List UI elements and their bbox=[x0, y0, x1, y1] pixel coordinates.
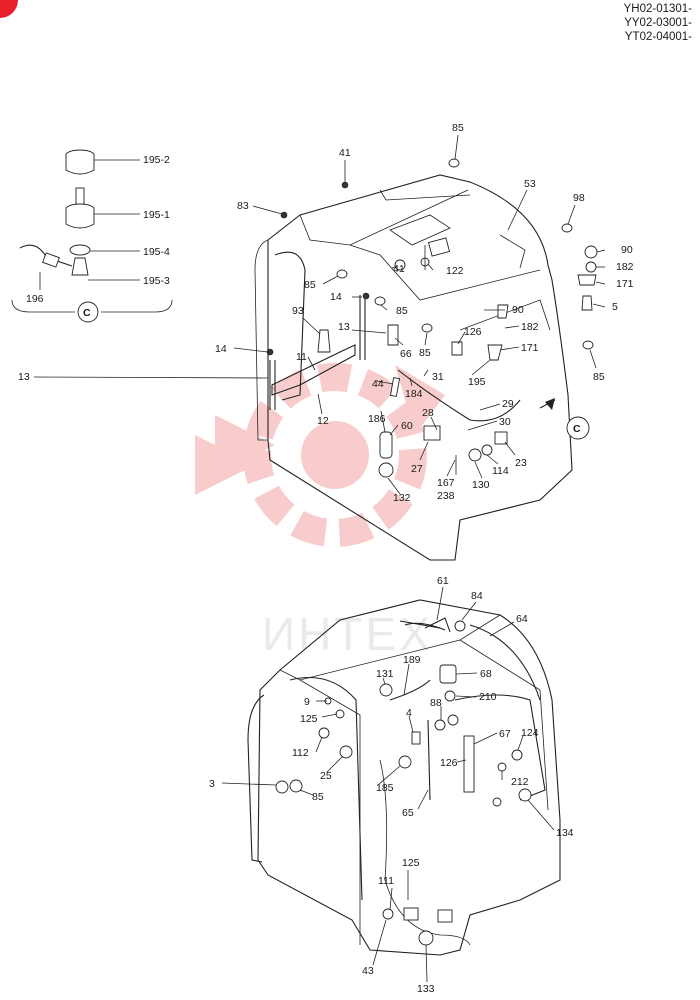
watermark-text: ИНТЕХ bbox=[262, 608, 433, 660]
callout-88: 88 bbox=[430, 697, 442, 709]
callout-126-upper: 126 bbox=[464, 326, 482, 338]
callout-25: 25 bbox=[320, 770, 332, 782]
callout-111: 111 bbox=[378, 875, 394, 887]
callout-14-left: 14 bbox=[215, 343, 227, 355]
callout-122: 122 bbox=[446, 265, 464, 277]
callout-90-mid: 90 bbox=[512, 304, 524, 316]
callout-112: 112 bbox=[292, 747, 309, 759]
callout-210: 210 bbox=[479, 691, 497, 703]
callout-11: 11 bbox=[296, 351, 307, 363]
detail-c-group: C bbox=[11, 149, 173, 323]
callout-5: 5 bbox=[612, 301, 618, 313]
callout-124: 124 bbox=[521, 727, 539, 739]
callout-61: 61 bbox=[437, 575, 449, 587]
callout-84: 84 bbox=[471, 590, 483, 602]
callout-12: 12 bbox=[317, 415, 329, 427]
callout-196: 196 bbox=[26, 293, 44, 305]
callout-171-mid: 171 bbox=[521, 342, 539, 354]
callout-9: 9 bbox=[304, 696, 310, 708]
callout-85-right: 85 bbox=[593, 371, 605, 383]
callout-66: 66 bbox=[400, 348, 412, 360]
leader-lines bbox=[33, 134, 606, 983]
callout-195-4: 195-4 bbox=[143, 246, 170, 258]
callout-85-lower: 85 bbox=[312, 791, 324, 803]
callout-85-mid: 85 bbox=[396, 305, 408, 317]
callout-167: 167 bbox=[437, 477, 455, 489]
detail-c-callout: C bbox=[573, 423, 581, 435]
callout-185: 185 bbox=[376, 782, 394, 794]
callout-171-right: 171 bbox=[616, 278, 634, 290]
callout-186: 186 bbox=[368, 413, 386, 425]
callout-195-3: 195-3 bbox=[143, 275, 170, 287]
callout-90-right: 90 bbox=[621, 244, 633, 256]
callout-44: 44 bbox=[372, 378, 384, 390]
corner-badge bbox=[0, 0, 18, 18]
callout-3: 3 bbox=[209, 778, 215, 790]
callout-67: 67 bbox=[499, 728, 511, 740]
callout-41-center: 41 bbox=[393, 263, 405, 275]
serial-range-3: YT02-04001- bbox=[624, 31, 692, 43]
callout-43: 43 bbox=[362, 965, 374, 977]
callout-114: 114 bbox=[492, 465, 509, 477]
callout-85-center: 85 bbox=[419, 347, 431, 359]
callout-182-right: 182 bbox=[616, 261, 634, 273]
callout-189: 189 bbox=[403, 654, 421, 666]
callout-195-2: 195-2 bbox=[143, 154, 170, 166]
callout-41-top: 41 bbox=[339, 147, 351, 159]
callout-68: 68 bbox=[480, 668, 492, 680]
serial-range-1: YH02-01301- bbox=[623, 3, 692, 15]
callout-195-1: 195-1 bbox=[143, 209, 170, 221]
callout-23: 23 bbox=[515, 457, 527, 469]
callout-93: 93 bbox=[292, 305, 304, 317]
part-labels: 195-2 195-1 195-4 195-3 196 41 85 53 98 … bbox=[18, 122, 634, 995]
callout-85-top: 85 bbox=[452, 122, 464, 134]
callout-132: 132 bbox=[393, 492, 411, 504]
callout-65: 65 bbox=[402, 807, 414, 819]
callout-13-left: 13 bbox=[18, 371, 30, 383]
lower-cab-assembly bbox=[247, 599, 561, 956]
callout-134: 134 bbox=[556, 827, 574, 839]
callout-64: 64 bbox=[516, 613, 528, 625]
callout-85-left: 85 bbox=[304, 279, 316, 291]
watermark-logo: ИНТЕХ bbox=[195, 363, 445, 660]
callout-14-upper: 14 bbox=[330, 291, 342, 303]
serial-range-2: YY02-03001- bbox=[624, 17, 692, 29]
callout-238: 238 bbox=[437, 490, 455, 502]
callout-131: 131 bbox=[376, 668, 394, 680]
callout-125-lower: 125 bbox=[402, 857, 420, 869]
callout-60: 60 bbox=[401, 420, 413, 432]
callout-83: 83 bbox=[237, 200, 249, 212]
callout-184: 184 bbox=[405, 388, 423, 400]
callout-125-mid: 125 bbox=[300, 713, 318, 725]
callout-212: 212 bbox=[511, 776, 529, 788]
callout-195: 195 bbox=[468, 376, 486, 388]
callout-126-lower: 126 bbox=[440, 757, 458, 769]
detail-c-marker: C bbox=[83, 307, 91, 319]
upper-cab-assembly: C bbox=[254, 158, 598, 561]
callout-182-mid: 182 bbox=[521, 321, 539, 333]
callout-130: 130 bbox=[472, 479, 490, 491]
callout-53: 53 bbox=[524, 178, 536, 190]
callout-4: 4 bbox=[406, 707, 412, 719]
callout-28: 28 bbox=[422, 407, 434, 419]
callout-27: 27 bbox=[411, 463, 423, 475]
callout-98: 98 bbox=[573, 192, 585, 204]
callout-13-upper: 13 bbox=[338, 321, 350, 333]
callout-29: 29 bbox=[502, 398, 514, 410]
callout-30: 30 bbox=[499, 416, 511, 428]
callout-31: 31 bbox=[432, 371, 444, 383]
callout-133: 133 bbox=[417, 983, 435, 995]
